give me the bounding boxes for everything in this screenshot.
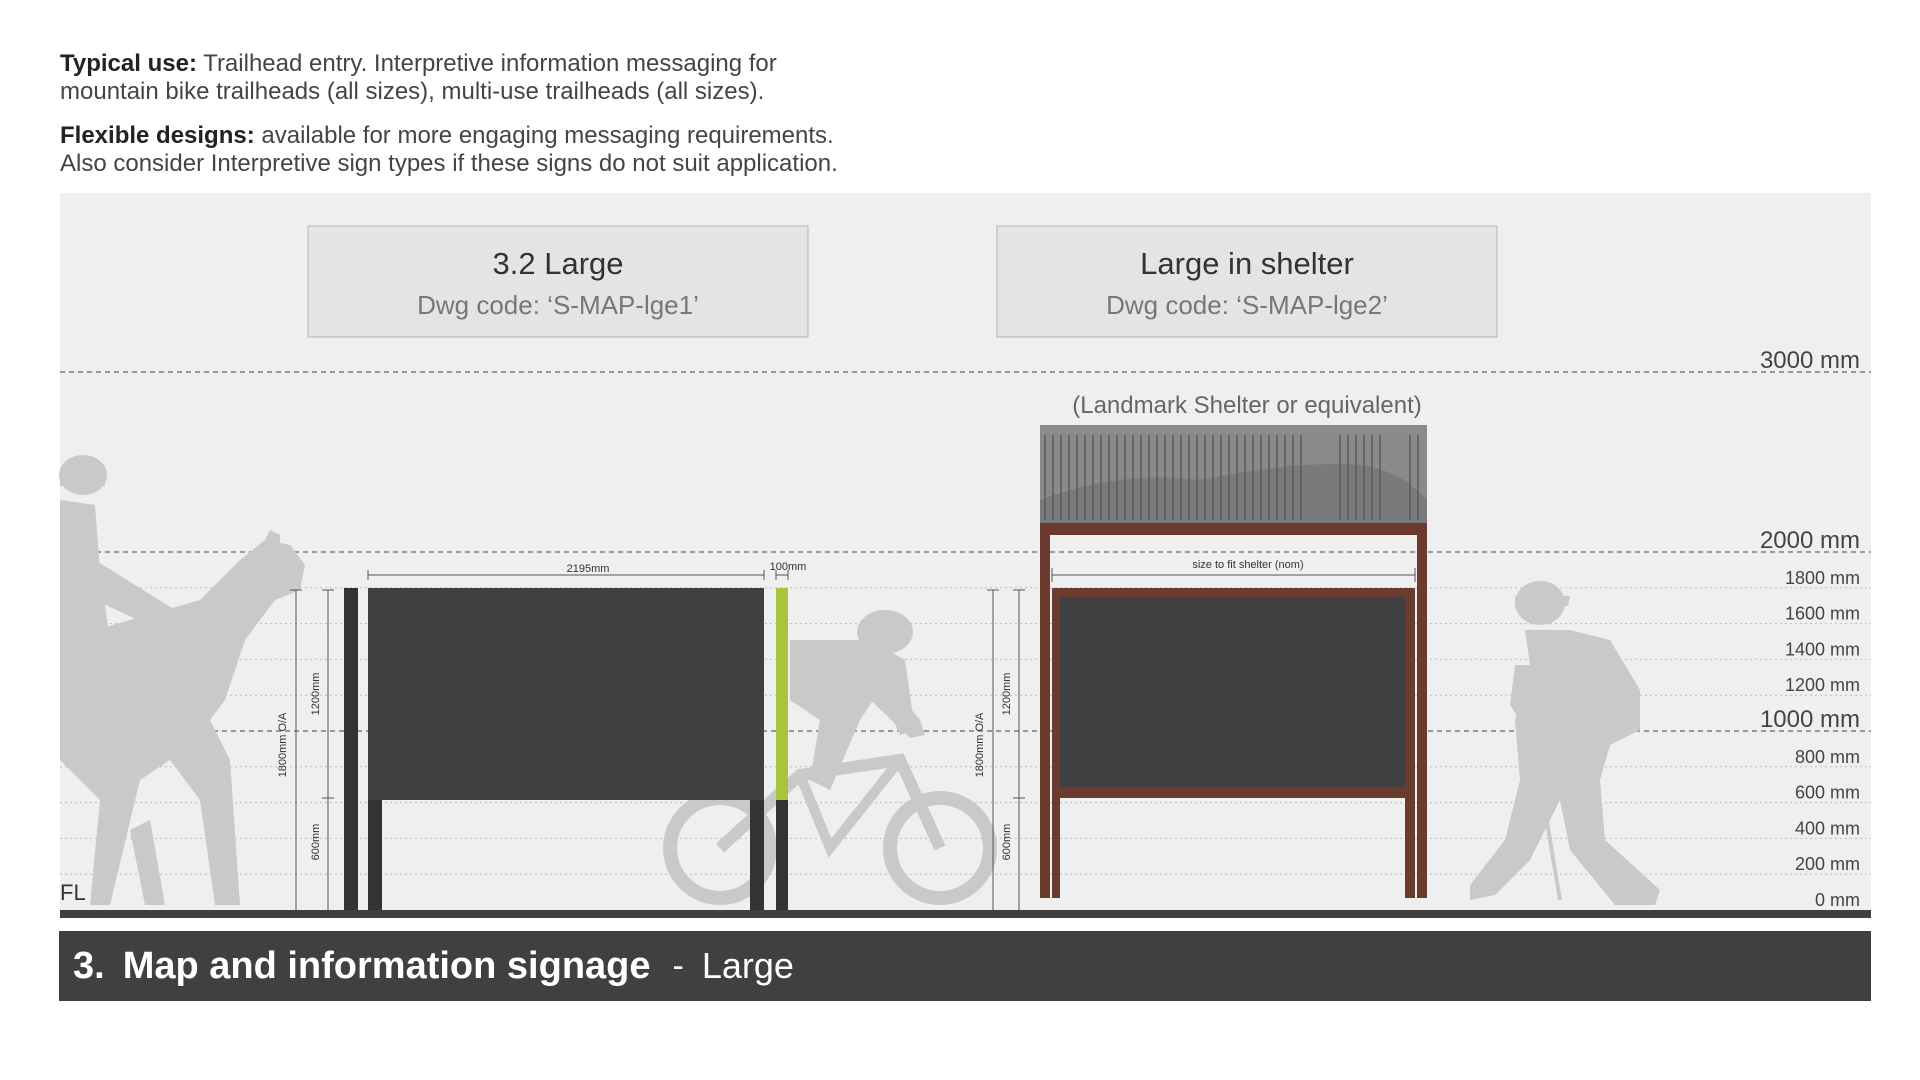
sign1-green-post-base — [776, 800, 788, 910]
intro-line-4: Also consider Interpretive sign types if… — [60, 150, 838, 177]
hiker-silhouette — [1470, 581, 1660, 905]
sign-large-freestanding — [344, 588, 788, 910]
dim-sign1-clearance: 600mm — [310, 824, 322, 861]
design-title-box-1: 3.2 Large Dwg code: ‘S-MAP-lge1’ — [307, 225, 809, 338]
sign-large-in-shelter — [1040, 425, 1427, 898]
shelter-top-beam — [1050, 523, 1417, 535]
design-2-code: Dwg code: ‘S-MAP-lge2’ — [1106, 290, 1388, 320]
design-2-title: Large in shelter — [1140, 246, 1354, 281]
flexible-designs-text: Flexible designs: available for more eng… — [60, 122, 838, 178]
scale-label-1000: 1000 mm — [1760, 706, 1860, 733]
section-title: Map and information signage — [122, 944, 651, 987]
horse-rider-silhouette — [59, 455, 305, 905]
flexible-designs-body: available for more engaging messaging re… — [254, 122, 834, 149]
sign1-leg-left — [368, 800, 382, 910]
sign1-dimension-lines — [290, 570, 789, 910]
intro-line-2: mountain bike trailheads (all sizes), mu… — [60, 78, 765, 105]
design-1-code: Dwg code: ‘S-MAP-lge1’ — [417, 290, 699, 320]
scale-label-1200: 1200 mm — [1785, 675, 1860, 695]
floor-level-label: FL — [60, 880, 86, 905]
typical-use-label: Typical use: — [60, 50, 197, 77]
typical-use-body: Trailhead entry. Interpretive informatio… — [196, 50, 777, 77]
intro-line-1: Typical use: Trailhead entry. Interpreti… — [60, 50, 777, 78]
sign1-map-panel — [368, 588, 764, 800]
dim-sign2-width: size to fit shelter (nom) — [1192, 559, 1303, 571]
dim-sign2-overall: 1800mm O/A — [974, 712, 986, 777]
dim-sign2-panel: 1200mm — [1001, 673, 1013, 716]
typical-use-text: Typical use: Trailhead entry. Interpreti… — [60, 50, 777, 106]
scale-label-1600: 1600 mm — [1785, 604, 1860, 624]
ground-line — [60, 910, 1871, 918]
height-scale: 3000 mm 2000 mm 1800 mm 1600 mm 1400 mm 1200 … — [60, 347, 1871, 910]
dim-sign2-clearance: 600mm — [1001, 824, 1013, 861]
scale-label-0: 0 mm — [1815, 890, 1860, 910]
design-1-title: 3.2 Large — [493, 246, 624, 281]
dim-sign1-width: 2195mm — [567, 563, 610, 575]
scale-label-400: 400 mm — [1795, 818, 1860, 838]
dim-sign1-post: 100mm — [770, 561, 807, 573]
scale-label-200: 200 mm — [1795, 854, 1860, 874]
shelter-right-post — [1417, 523, 1427, 898]
sign1-green-post — [776, 588, 788, 800]
section-footer-bar: 3. Map and information signage - Large — [59, 931, 1871, 1001]
dim-sign1-panel: 1200mm — [310, 673, 322, 716]
dim-sign1-overall: 1800mm O/A — [277, 712, 289, 777]
shelter-left-post — [1040, 523, 1050, 898]
sign2-map-panel — [1060, 597, 1407, 787]
shelter-note: (Landmark Shelter or equivalent) — [1072, 392, 1422, 419]
design-title-box-2: Large in shelter Dwg code: ‘S-MAP-lge2’ — [996, 225, 1498, 338]
intro-line-3: Flexible designs: available for more eng… — [60, 122, 838, 150]
shelter-roof-slats — [1044, 435, 1419, 520]
scale-label-1400: 1400 mm — [1785, 639, 1860, 659]
flexible-designs-label: Flexible designs: — [60, 122, 255, 149]
scale-label-800: 800 mm — [1795, 747, 1860, 767]
section-separator: - — [672, 946, 684, 985]
sign2-dimension-lines — [987, 568, 1416, 910]
shelter-roof-shading — [1040, 464, 1427, 523]
silhouettes — [59, 455, 1660, 905]
section-number: 3. — [73, 944, 105, 987]
scale-label-600: 600 mm — [1795, 783, 1860, 803]
scale-label-2000: 2000 mm — [1760, 527, 1860, 554]
sign2-right-frame-post — [1405, 588, 1415, 898]
sign1-left-post — [344, 588, 358, 910]
section-subtitle: Large — [701, 945, 794, 986]
sign1-leg-right — [750, 800, 764, 910]
scale-label-1800: 1800 mm — [1785, 568, 1860, 588]
scale-label-3000: 3000 mm — [1760, 347, 1860, 374]
